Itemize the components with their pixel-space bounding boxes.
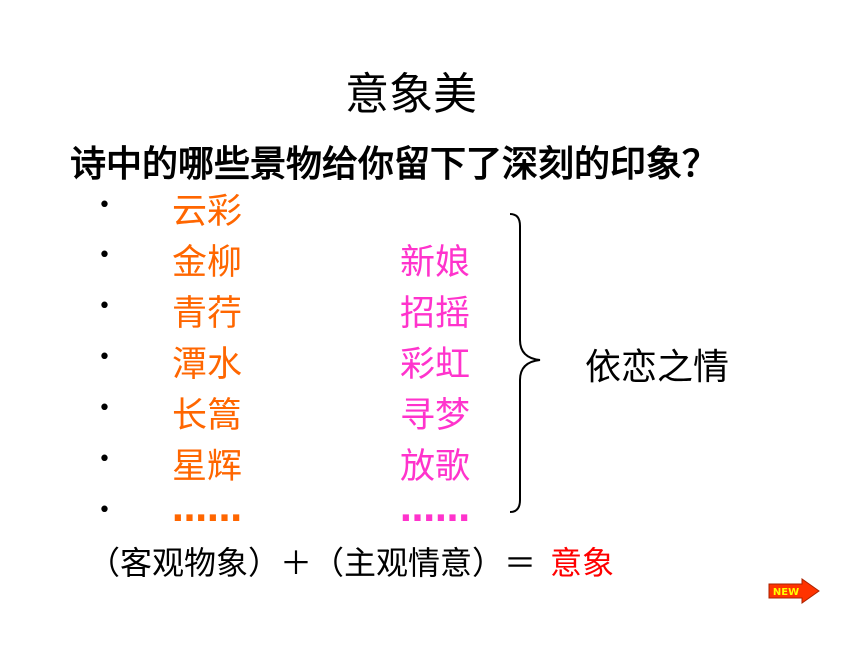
object-item-ellipsis: …… [172, 490, 242, 530]
bullet-marker: • [98, 243, 111, 268]
next-arrow-icon[interactable]: NEW [768, 578, 820, 604]
object-item-starlight: 星辉 [172, 447, 243, 487]
new-button-label: NEW [773, 587, 799, 598]
bullet-marker: • [98, 447, 111, 472]
formula-result: 意象 [550, 544, 615, 582]
feeling-item-bride: 新娘 [400, 243, 471, 283]
imagery-formula: （客观物象）＋（主观情意）＝ 意象 [88, 538, 614, 584]
object-item-willow: 金柳 [172, 243, 243, 283]
formula-expression: （客观物象）＋（主观情意）＝ [88, 544, 537, 582]
slide-title: 意象美 [345, 69, 477, 120]
feeling-item-sing: 放歌 [400, 447, 471, 487]
feeling-item-sway: 招摇 [400, 294, 471, 334]
question-text: 诗中的哪些景物给你留下了深刻的印象？ [70, 144, 719, 185]
curly-brace-icon [509, 213, 541, 513]
object-item-pool: 潭水 [172, 345, 243, 385]
feeling-item-rainbow: 彩虹 [400, 345, 471, 385]
bullet-marker: • [98, 345, 111, 370]
object-item-waterweed: 青荇 [172, 294, 243, 334]
bullet-marker: • [98, 396, 111, 421]
bullet-marker: • [98, 498, 111, 523]
feeling-item-ellipsis: …… [400, 490, 470, 530]
bullet-marker: • [98, 294, 111, 319]
object-item-cloud: 云彩 [172, 192, 243, 232]
emotion-label: 依恋之情 [585, 347, 730, 388]
object-item-pole: 长篙 [172, 396, 243, 436]
bullet-marker: • [98, 193, 111, 218]
feeling-item-dream: 寻梦 [400, 396, 471, 436]
